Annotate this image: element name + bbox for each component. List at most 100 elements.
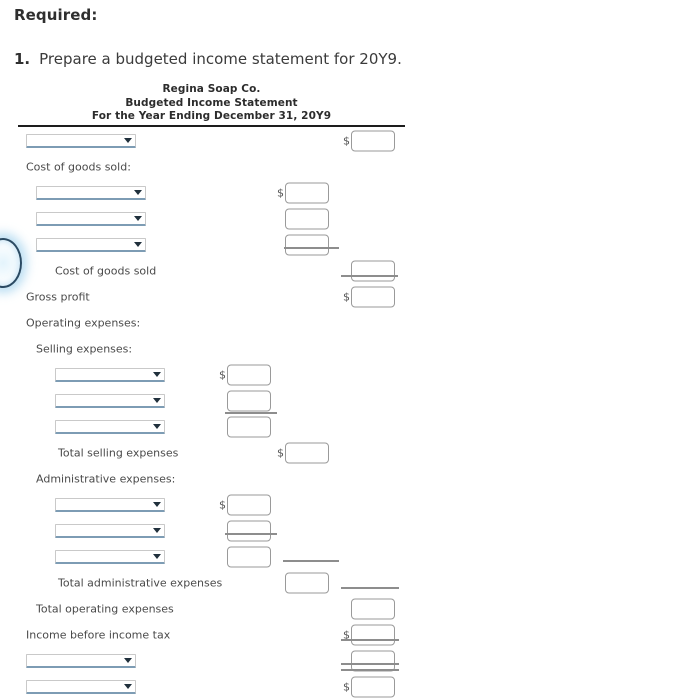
row-admin-item-1: $	[0, 492, 700, 518]
selling-item-3-input[interactable]	[227, 416, 271, 438]
chevron-down-icon	[124, 138, 132, 143]
row-net-income: $	[0, 674, 700, 700]
total-selling-input[interactable]	[285, 442, 329, 464]
currency-symbol: $	[343, 290, 350, 304]
income-tax-cell: $	[343, 650, 395, 672]
selling-item-2-input[interactable]	[227, 390, 271, 412]
row-operating-expenses-header: Operating expenses:	[0, 310, 700, 336]
sales-account-select[interactable]	[26, 134, 136, 148]
chevron-down-icon	[153, 528, 161, 533]
chevron-down-icon	[153, 554, 161, 559]
admin-detail-rule	[225, 533, 277, 535]
statement-name: Budgeted Income Statement	[125, 96, 298, 109]
admin-item-1-select[interactable]	[55, 498, 165, 512]
row-selling-item-1: $	[0, 362, 700, 388]
cogs-item-2-cell: $	[277, 208, 329, 230]
total-operating-cell: $	[343, 598, 395, 620]
gross-profit-input[interactable]	[351, 286, 395, 308]
statement-title-block: Regina Soap Co. Budgeted Income Statemen…	[18, 83, 405, 124]
row-gross-profit: Gross profit $	[0, 284, 700, 310]
cogs-item-2-input[interactable]	[285, 208, 329, 230]
row-total-selling: Total selling expenses $	[0, 440, 700, 466]
income-tax-select[interactable]	[26, 654, 136, 668]
row-admin-item-3: $	[0, 544, 700, 570]
question-number: 1.	[14, 50, 31, 68]
chevron-down-icon	[134, 242, 142, 247]
cogs-header-label: Cost of goods sold:	[26, 160, 131, 174]
chevron-down-icon	[153, 424, 161, 429]
selling-item-2-select[interactable]	[55, 394, 165, 408]
cogs-item-1-input[interactable]	[285, 182, 329, 204]
currency-symbol: $	[219, 498, 226, 512]
admin-item-2-select[interactable]	[55, 524, 165, 538]
income-tax-input[interactable]	[351, 650, 395, 672]
row-cogs-item-3: $	[0, 232, 700, 258]
admin-item-2-input[interactable]	[227, 520, 271, 542]
total-operating-label: Total operating expenses	[36, 602, 174, 616]
admin-item-3-select[interactable]	[55, 550, 165, 564]
income-before-tax-cell: $	[343, 624, 395, 646]
net-income-select[interactable]	[26, 680, 136, 694]
chevron-down-icon	[153, 398, 161, 403]
total-admin-cell: $	[277, 572, 329, 594]
row-cogs-header: Cost of goods sold:	[0, 154, 700, 180]
admin-item-3-cell: $	[219, 546, 271, 568]
currency-symbol: $	[343, 680, 350, 694]
currency-symbol: $	[343, 628, 350, 642]
required-heading: Required:	[14, 6, 98, 24]
header-rule	[18, 125, 405, 127]
admin-item-1-input[interactable]	[227, 494, 271, 516]
selling-item-3-cell: $	[219, 416, 271, 438]
net-income-cell: $	[343, 676, 395, 698]
net-income-input[interactable]	[351, 676, 395, 698]
cogs-item-1-select[interactable]	[36, 186, 146, 200]
selling-item-3-select[interactable]	[55, 420, 165, 434]
row-cogs-item-1: $	[0, 180, 700, 206]
income-before-tax-label: Income before income tax	[26, 628, 171, 642]
cogs-item-3-input[interactable]	[285, 234, 329, 256]
admin-expenses-label: Administrative expenses:	[36, 472, 176, 486]
cogs-item-1-cell: $	[277, 182, 329, 204]
sales-amount-input[interactable]	[351, 130, 395, 152]
row-selling-expenses-header: Selling expenses:	[0, 336, 700, 362]
chevron-down-icon	[124, 658, 132, 663]
cogs-detail-rule	[284, 247, 339, 249]
row-selling-item-2: $	[0, 388, 700, 414]
total-operating-rule	[341, 587, 399, 589]
net-income-double-rule	[341, 663, 399, 671]
selling-expenses-label: Selling expenses:	[36, 342, 133, 356]
total-admin-rule	[283, 560, 339, 562]
sales-amount-cell: $	[343, 130, 395, 152]
selling-item-1-input[interactable]	[227, 364, 271, 386]
cogs-total-label: Cost of goods sold	[55, 264, 157, 278]
cogs-item-3-cell: $	[277, 234, 329, 256]
row-income-tax: $	[0, 648, 700, 674]
row-total-admin: Total administrative expenses $	[0, 570, 700, 596]
income-tax-rule	[341, 639, 399, 641]
total-operating-input[interactable]	[351, 598, 395, 620]
total-admin-input[interactable]	[285, 572, 329, 594]
chevron-down-icon	[134, 190, 142, 195]
selling-item-1-cell: $	[219, 364, 271, 386]
cogs-item-2-select[interactable]	[36, 212, 146, 226]
company-name: Regina Soap Co.	[162, 83, 261, 95]
currency-symbol: $	[343, 134, 350, 148]
cogs-item-3-select[interactable]	[36, 238, 146, 252]
cogs-total-input[interactable]	[351, 260, 395, 282]
admin-item-3-input[interactable]	[227, 546, 271, 568]
row-cogs-item-2: $	[0, 206, 700, 232]
selling-item-1-select[interactable]	[55, 368, 165, 382]
selling-detail-rule	[225, 412, 277, 414]
cogs-total-cell: $	[343, 260, 395, 282]
currency-symbol: $	[277, 186, 284, 200]
gross-profit-label: Gross profit	[26, 290, 90, 304]
chevron-down-icon	[153, 502, 161, 507]
currency-symbol: $	[277, 446, 284, 460]
row-sales: $	[0, 128, 700, 154]
total-selling-cell: $	[277, 442, 329, 464]
total-admin-label: Total administrative expenses	[58, 576, 223, 590]
row-total-operating: Total operating expenses $	[0, 596, 700, 622]
row-admin-item-2: $	[0, 518, 700, 544]
income-before-tax-input[interactable]	[351, 624, 395, 646]
